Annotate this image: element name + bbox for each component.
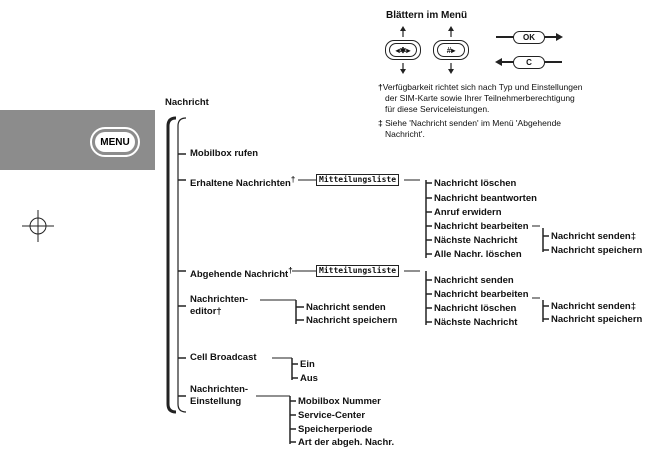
erh-edit-sub-0-label: Nachricht senden: [551, 231, 631, 242]
abg-item-0[interactable]: Nachricht senden: [434, 275, 514, 286]
hash-key-label: #▸: [437, 43, 465, 57]
ok-key: OK: [513, 31, 545, 44]
dagger-note: †Verfügbarkeit richtet sich nach Typ und…: [378, 82, 582, 93]
erh-item-2[interactable]: Anruf erwidern: [434, 207, 502, 218]
dagger-note-line3: für diese Serviceleistungen.: [385, 104, 490, 114]
editor-item-1[interactable]: Nachricht speichern: [306, 315, 398, 326]
menu-editor-2-label: editor: [190, 306, 217, 317]
erh-item-0[interactable]: Nachricht löschen: [434, 178, 517, 189]
abg-item-2[interactable]: Nachricht löschen: [434, 303, 517, 314]
menu-cell[interactable]: Cell Broadcast: [190, 352, 257, 363]
einst-item-1[interactable]: Service-Center: [298, 410, 366, 421]
dagger-note-mark: †: [378, 82, 383, 92]
menu-abgehende-label: Abgehende Nachricht: [190, 269, 289, 281]
menu-erhaltene[interactable]: Erhaltene Nachrichten†: [190, 174, 295, 189]
ddagger-note-line1: Siehe 'Nachricht senden' im Menü 'Abgehe…: [385, 118, 562, 128]
cell-item-0[interactable]: Ein: [300, 359, 315, 370]
menu-einst-2[interactable]: Einstellung: [190, 396, 242, 407]
dagger-mark: †: [216, 306, 222, 317]
menu-button[interactable]: MENU: [90, 127, 140, 157]
erh-item-3[interactable]: Nachricht bearbeiten: [434, 221, 529, 232]
menu-button-label: MENU: [95, 132, 135, 152]
root-title: Nachricht: [165, 97, 209, 108]
erh-edit-sub-1[interactable]: Nachricht speichern: [551, 245, 643, 256]
ddagger-note-mark: ‡: [378, 118, 383, 128]
dagger-note-line2: der SIM-Karte sowie Ihrer Teilnehmerbere…: [385, 93, 575, 103]
ddagger-note-line2: Nachricht'.: [385, 129, 425, 139]
legend-title: Blättern im Menü: [386, 10, 468, 21]
dagger-mark: †: [288, 266, 293, 275]
erh-item-5[interactable]: Alle Nachr. löschen: [434, 249, 522, 260]
einst-item-2[interactable]: Speicherperiode: [298, 424, 373, 435]
hash-key: #▸: [433, 40, 469, 60]
star-key: ◂✱▸: [385, 40, 421, 60]
einst-item-3[interactable]: Art der abgeh. Nachr.: [298, 437, 395, 448]
abg-edit-sub-0[interactable]: Nachricht senden‡: [551, 301, 636, 312]
menu-editor-2[interactable]: editor†: [190, 306, 222, 317]
erh-item-4[interactable]: Nächste Nachricht: [434, 235, 518, 246]
abg-item-3[interactable]: Nächste Nachricht: [434, 317, 518, 328]
menu-editor-1[interactable]: Nachrichten-: [190, 294, 249, 305]
abg-item-1[interactable]: Nachricht bearbeiten: [434, 289, 529, 300]
ddagger-note: ‡ Siehe 'Nachricht senden' im Menü 'Abge…: [378, 118, 561, 129]
mitteilungsliste-1: Mitteilungsliste: [316, 174, 400, 186]
ddagger-mark: ‡: [630, 301, 637, 312]
abg-edit-sub-0-label: Nachricht senden: [551, 301, 631, 312]
mitteilungsliste-2: Mitteilungsliste: [316, 265, 400, 277]
dagger-mark: †: [290, 175, 296, 184]
menu-abgehende[interactable]: Abgehende Nachricht†: [190, 265, 293, 280]
menu-einst-1[interactable]: Nachrichten-: [190, 384, 249, 395]
ddagger-mark: ‡: [630, 231, 637, 242]
cell-item-1[interactable]: Aus: [300, 373, 318, 384]
c-key: C: [513, 56, 545, 69]
star-key-label: ◂✱▸: [389, 43, 417, 57]
erh-item-1[interactable]: Nachricht beantworten: [434, 193, 537, 204]
menu-mobilbox[interactable]: Mobilbox rufen: [190, 148, 259, 159]
dagger-note-line1: Verfügbarkeit richtet sich nach Typ und …: [382, 82, 583, 92]
abg-edit-sub-1[interactable]: Nachricht speichern: [551, 314, 643, 325]
einst-item-0[interactable]: Mobilbox Nummer: [298, 396, 381, 407]
editor-item-0[interactable]: Nachricht senden: [306, 302, 386, 313]
erh-edit-sub-0[interactable]: Nachricht senden‡: [551, 231, 636, 242]
menu-erhaltene-label: Erhaltene Nachrichten: [190, 178, 291, 190]
